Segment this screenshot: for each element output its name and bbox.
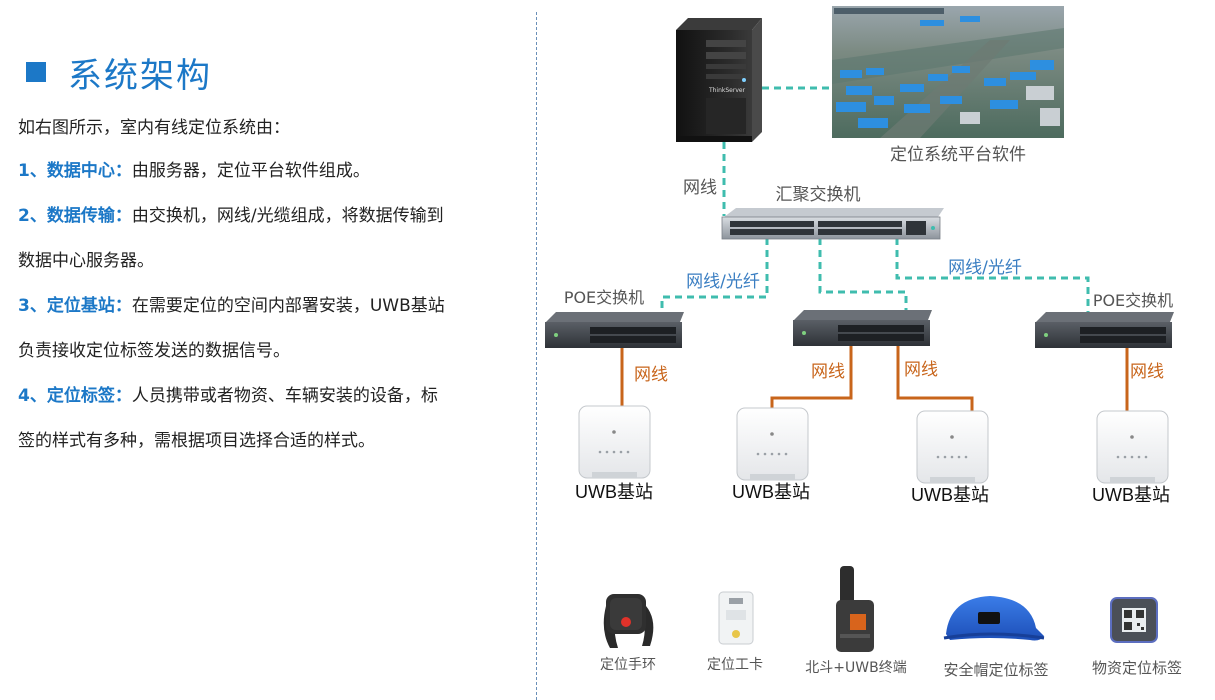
core-to-left-poe-link — [660, 238, 769, 326]
cable-label-2: 网线 — [811, 362, 845, 382]
tag-label-wristband: 定位手环 — [600, 657, 656, 673]
link-label-right: 网线/光纤 — [948, 258, 1022, 278]
poe-switch-label-right: POE交换机 — [1093, 291, 1173, 310]
cable-label-3: 网线 — [904, 360, 938, 380]
section-title: 系统架构 — [26, 50, 212, 96]
core-to-right-poe-link — [895, 238, 1090, 318]
uwb-base-station-1 — [578, 405, 651, 479]
tag-label-work-card: 定位工卡 — [707, 657, 763, 673]
link-label-left: 网线/光纤 — [686, 272, 760, 292]
tag-label-beidou-uwb: 北斗+UWB终端 — [805, 660, 906, 676]
item-text: 人员携带或者物资、车辆安装的设备，标 — [131, 386, 438, 406]
uwb-label-2: UWB基站 — [732, 482, 810, 502]
item-base-station-cont: 负责接收定位标签发送的数据信号。 — [18, 341, 290, 361]
server: ThinkServer — [676, 18, 762, 142]
panel-divider — [536, 12, 537, 700]
cable-label-1: 网线 — [634, 365, 668, 385]
uwb-label-1: UWB基站 — [575, 482, 653, 502]
item-key: 4、定位标签： — [18, 386, 132, 406]
description-panel: 系统架构 如右图所示，室内有线定位系统由： 1、数据中心：由服务器，定位平台软件… — [0, 0, 530, 700]
core-switch-label: 汇聚交换机 — [776, 185, 861, 205]
item-key: 1、数据中心： — [18, 161, 132, 181]
item-key: 2、数据传输： — [18, 206, 132, 226]
center-left-cable — [770, 343, 853, 410]
poe-switch-right — [1035, 312, 1174, 348]
software-label: 定位系统平台软件 — [890, 145, 1026, 165]
item-data-center: 1、数据中心：由服务器，定位平台软件组成。 — [18, 159, 370, 183]
beidou-uwb-terminal-icon — [836, 566, 874, 652]
uwb-base-station-2 — [736, 407, 809, 481]
software-screenshot — [832, 6, 1064, 138]
item-key: 3、定位基站： — [18, 296, 132, 316]
item-text: 由服务器，定位平台软件组成。 — [131, 161, 370, 181]
item-text: 由交换机，网线/光缆组成，将数据传输到 — [131, 206, 444, 226]
cable-links — [620, 343, 1129, 412]
intro-text: 如右图所示，室内有线定位系统由： — [18, 118, 290, 138]
core-to-center-poe-link — [818, 238, 908, 318]
cable-label-4: 网线 — [1130, 362, 1164, 382]
title-bullet-square — [26, 62, 46, 82]
poe-switch-left — [545, 312, 684, 348]
server-brand-label: ThinkServer — [708, 87, 746, 94]
item-tag: 4、定位标签：人员携带或者物资、车辆安装的设备，标 — [18, 384, 438, 408]
wristband-icon — [603, 594, 654, 648]
core-switch — [721, 208, 944, 240]
work-card-icon — [718, 591, 754, 645]
uwb-base-station-4 — [1096, 410, 1169, 484]
uwb-label-3: UWB基站 — [911, 485, 989, 505]
item-data-transfer: 2、数据传输：由交换机，网线/光缆组成，将数据传输到 — [18, 204, 444, 228]
server-cable-label: 网线 — [683, 178, 717, 198]
poe-switch-label-left: POE交换机 — [564, 288, 644, 307]
center-right-cable — [896, 343, 974, 412]
safety-helmet-tag-icon — [943, 596, 1045, 641]
page-title: 系统架构 — [68, 55, 212, 96]
item-text: 在需要定位的空间内部署安装，UWB基站 — [131, 296, 445, 316]
poe-switch-center — [793, 310, 932, 346]
tag-label-helmet: 安全帽定位标签 — [943, 661, 1048, 679]
item-tag-cont: 签的样式有多种，需根据项目选择合适的样式。 — [18, 431, 375, 451]
asset-tag-icon — [1110, 597, 1158, 643]
network-links — [660, 86, 1090, 326]
uwb-label-4: UWB基站 — [1092, 485, 1170, 505]
item-base-station: 3、定位基站：在需要定位的空间内部署安装，UWB基站 — [18, 294, 445, 318]
item-data-transfer-cont: 数据中心服务器。 — [18, 251, 154, 271]
tag-label-asset: 物资定位标签 — [1092, 659, 1182, 677]
uwb-base-station-3 — [916, 410, 989, 484]
